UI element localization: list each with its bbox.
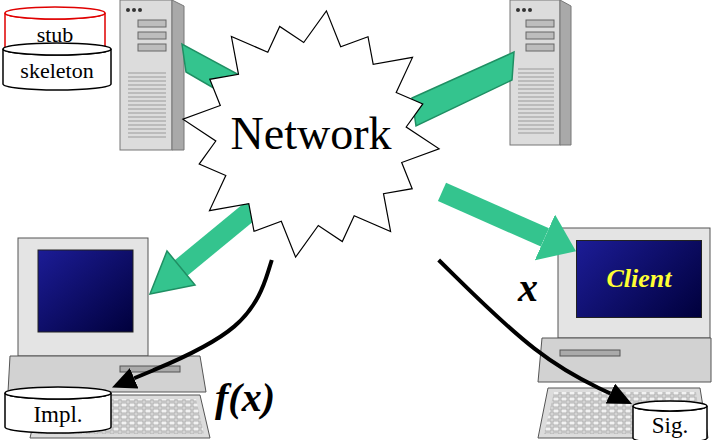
server-led [138,8,142,12]
server-led [126,8,130,12]
node-label: stub [37,23,74,47]
server-side [560,0,571,145]
impl-cylinder: Impl. [4,386,112,434]
network-cloud: Network [180,8,442,260]
server-led [132,8,136,12]
server-vents [518,68,554,136]
computer-case [538,338,711,382]
starburst-shape [183,11,439,257]
sig-cylinder: Sig. [632,400,708,440]
drive-bay [138,32,166,39]
server-case [510,0,560,145]
server-case [120,0,172,150]
server-tower [120,0,184,150]
cylinder-top [5,387,111,399]
computer [538,228,711,438]
monitor [558,228,710,338]
skeleton-cylinder: skeleton [2,42,112,91]
drive-bay [138,20,166,27]
node-label: Network [231,109,392,160]
node-label: skeleton [20,59,93,83]
network-link-arrowhead [150,251,195,294]
drive-bay [526,32,554,39]
node-label: Client [606,265,671,294]
cylinder-top [5,7,105,19]
edge-label: f(x) [215,376,275,420]
server-led [528,8,532,12]
monitor [18,238,148,356]
drive-bay [526,20,554,27]
drive-bay [526,44,554,51]
edge-label: x [518,266,538,310]
monitor-screen [38,250,133,332]
disk-slot [560,350,620,356]
network-arrow [442,192,545,237]
server-tower [510,0,571,145]
cylinder-top [633,401,707,411]
drive-bay [138,44,166,51]
client-screen: Client [576,240,702,318]
node-label: Impl. [33,402,82,427]
server-led [516,8,520,12]
node-label: Sig. [652,413,688,438]
network-link-band [412,52,514,126]
server-side [172,0,184,150]
server-led [522,8,526,12]
call-arrow [134,260,272,378]
cylinder-top [3,43,111,55]
server-vents [128,70,166,140]
